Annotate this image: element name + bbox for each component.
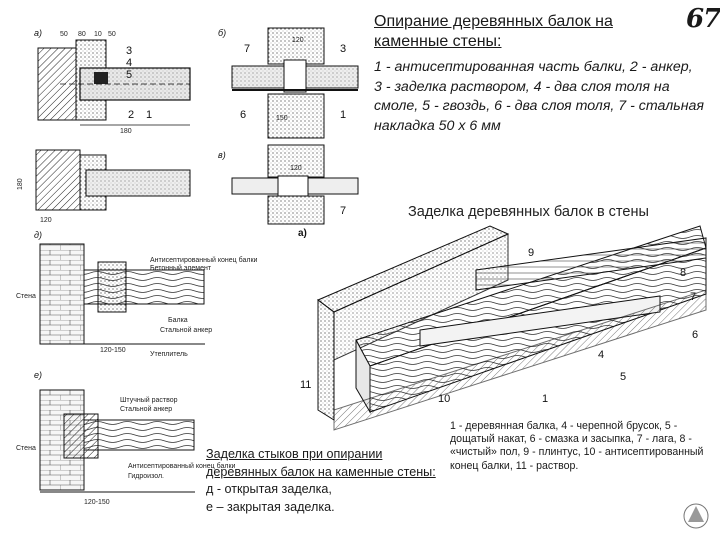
figure-d: д) Стена Антисептированный конец балки Б… xyxy=(16,230,258,358)
fig-e-waterproof: Гидроизол. xyxy=(128,473,164,480)
main-callout-8: 8 xyxy=(680,267,686,279)
fig-d-concrete: Бетонный элемент xyxy=(150,264,212,272)
fig-e-beam-end: Антисептированный конец балки xyxy=(128,462,236,470)
main-callout-7: 7 xyxy=(690,291,696,303)
fig-a-dim-80: 80 xyxy=(78,31,86,38)
fig-d-insul: Утеплитель xyxy=(150,351,188,358)
figure-a-label: а) xyxy=(34,28,42,38)
figure-main-label: а) xyxy=(298,228,307,239)
main-callout-9: 9 xyxy=(528,247,534,259)
fig-a-dim-50: 50 xyxy=(60,31,68,38)
fig-a-dim-50b: 50 xyxy=(108,31,116,38)
fig-b-dim-150: 150 xyxy=(276,115,288,122)
slide-number: 67 xyxy=(686,4,720,34)
caption-left-b: е – закрытая заделка. xyxy=(206,499,335,514)
fig-e-dim: 120-150 xyxy=(84,499,110,506)
fig-a-callout-1: 1 xyxy=(146,109,152,121)
fig-a-callout-2: 2 xyxy=(128,109,134,121)
fig-e-mortar: Штучный раствор xyxy=(120,396,178,404)
legend-bottom: 1 - деревянная балка, 4 - черепной брусо… xyxy=(450,420,704,472)
figure-a: а) 180 50 80 10 50 3 4 5 2 1 180 120 xyxy=(17,28,191,224)
slide-title: Опирание деревянных балок на каменные ст… xyxy=(374,13,613,50)
fig-a-dim-180: 180 xyxy=(120,128,132,135)
heading-embed: Заделка деревянных балок в стены xyxy=(408,204,649,220)
fig-a-dim-120: 120 xyxy=(40,217,52,224)
figure-c: в) 7 120 xyxy=(218,144,359,225)
main-callout-10: 10 xyxy=(438,393,450,405)
fig-e-wall: Стена xyxy=(16,445,36,452)
caption-left: Заделка стыков при опирании деревянных б… xyxy=(206,446,446,516)
fig-b-callout-3: 3 xyxy=(340,43,346,55)
figure-e: е) Стена Штучный раствор Стальной анкер … xyxy=(16,370,236,506)
main-callout-6: 6 xyxy=(692,329,698,341)
figure-d-label: д) xyxy=(34,230,42,240)
fig-b-callout-1: 1 xyxy=(340,109,346,121)
fig-b-callout-6: 6 xyxy=(240,109,246,121)
fig-d-wall: Стена xyxy=(16,293,36,300)
fig-d-beam-end: Антисептированный конец балки xyxy=(150,256,258,264)
figure-e-label: е) xyxy=(34,370,42,380)
figure-main: а) 9 8 7 6 5 4 1 10 11 xyxy=(298,225,707,431)
main-callout-5: 5 xyxy=(620,371,626,383)
fig-a-callout-3: 3 xyxy=(126,45,132,57)
figure-c-label: в) xyxy=(218,150,226,160)
legend-top: 1 - антисептированная часть балки, 2 - а… xyxy=(374,59,704,134)
caption-left-title: Заделка стыков при опирании деревянных б… xyxy=(206,447,436,479)
logo-icon xyxy=(683,503,709,529)
fig-d-anchor: Стальной анкер xyxy=(160,326,212,334)
fig-e-anchor: Стальной анкер xyxy=(120,405,172,413)
fig-b-dim-120: 120 xyxy=(292,37,304,44)
fig-a-callout-5: 5 xyxy=(126,69,132,81)
fig-c-dim-120: 120 xyxy=(290,165,302,172)
fig-d-beam: Балка xyxy=(168,317,188,324)
figure-b-label: б) xyxy=(218,28,226,38)
main-callout-4: 4 xyxy=(598,349,604,361)
fig-a-dim-180b: 180 xyxy=(17,178,24,190)
caption-left-a: д - открытая заделка, xyxy=(206,482,332,497)
main-callout-11: 11 xyxy=(300,379,311,391)
fig-b-callout-7: 7 xyxy=(244,43,250,55)
figure-b: б) 120 150 7 3 6 1 xyxy=(218,27,359,139)
main-callout-1: 1 xyxy=(542,393,548,405)
fig-a-dim-10: 10 xyxy=(94,31,102,38)
fig-a-callout-4: 4 xyxy=(126,57,132,69)
fig-d-dim: 120-150 xyxy=(100,347,126,354)
fig-c-callout-7: 7 xyxy=(340,205,346,217)
